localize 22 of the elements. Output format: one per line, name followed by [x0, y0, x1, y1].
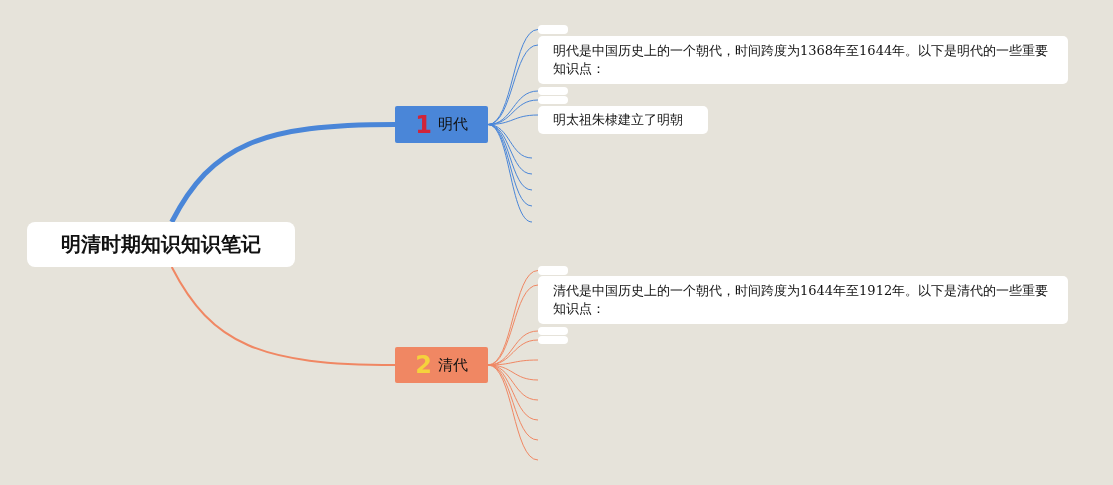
topic-label: 清代	[437, 355, 468, 375]
empty-topic-box	[538, 25, 568, 34]
central-topic: 明清时期知识知识笔记	[27, 222, 295, 267]
branch-topic-box	[395, 106, 488, 143]
branch-line	[487, 44, 539, 125]
branch-line	[170, 266, 396, 366]
empty-topic-box	[538, 327, 568, 335]
branch-line	[487, 29, 539, 125]
topic-number: 2	[415, 351, 432, 379]
empty-topic-box	[538, 96, 568, 104]
note-box: 清代是中国历史上的一个朝代，时间跨度为1644年至1912年。以下是清代的一些重要知识点：	[538, 276, 1068, 324]
branch-line	[487, 124, 533, 223]
branch-topic-box	[395, 347, 488, 383]
note-box: 明代是中国历史上的一个朝代，时间跨度为1368年至1644年。以下是明代的一些重要知识点：	[538, 36, 1068, 84]
empty-topic-box	[538, 87, 568, 95]
topic-label: 明代	[437, 115, 468, 134]
note-box: 明太祖朱棣建立了明朝	[538, 106, 708, 134]
topic-number: 1	[415, 110, 432, 139]
branch-line	[169, 122, 396, 224]
branch-line	[487, 364, 539, 461]
empty-topic-box	[538, 336, 568, 344]
empty-topic-box	[538, 266, 568, 275]
